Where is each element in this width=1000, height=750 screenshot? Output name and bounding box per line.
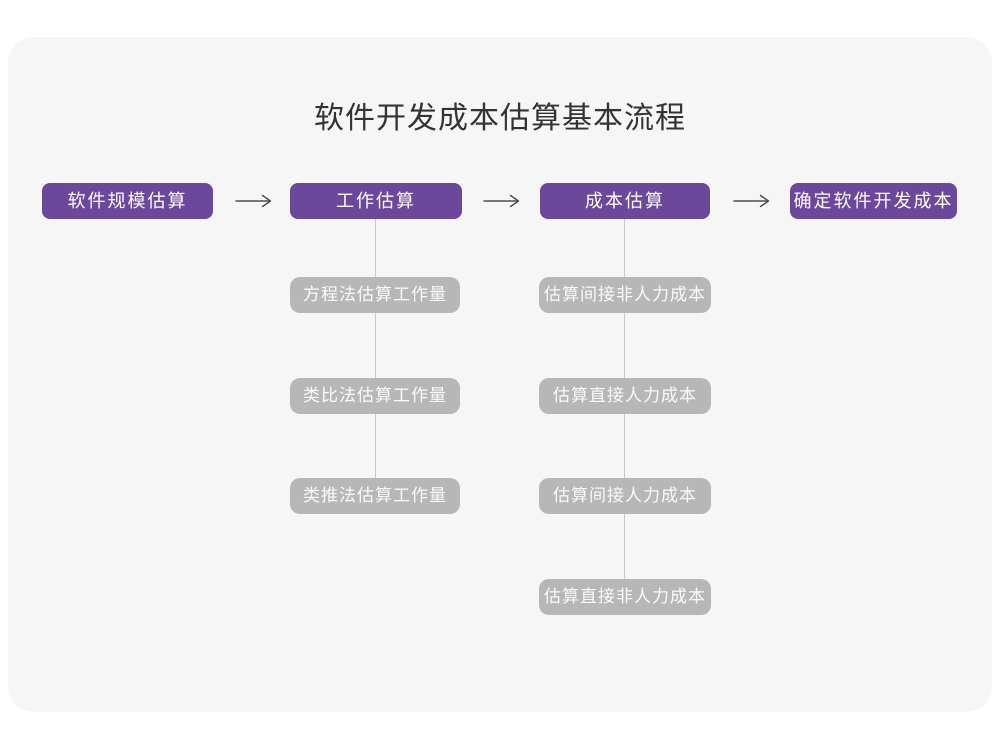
diagram-title: 软件开发成本估算基本流程 bbox=[314, 102, 686, 135]
flow-arrow-icon bbox=[733, 194, 770, 208]
substep-node-equation-method-effort: 方程法估算工作量 bbox=[290, 277, 460, 313]
flow-arrow-icon bbox=[235, 194, 272, 208]
stage-node-cost-estimation: 成本估算 bbox=[540, 183, 710, 219]
substep-node-analogy-method-effort: 类比法估算工作量 bbox=[290, 378, 460, 414]
diagram-canvas-card bbox=[8, 37, 992, 712]
substep-node-indirect-non-labor-cost: 估算间接非人力成本 bbox=[539, 277, 711, 313]
substep-node-direct-labor-cost: 估算直接人力成本 bbox=[539, 378, 711, 414]
connector-line-effort-substeps bbox=[375, 219, 376, 497]
stage-node-final-development-cost: 确定软件开发成本 bbox=[790, 183, 957, 219]
substep-node-extrapolation-method-effort: 类推法估算工作量 bbox=[290, 478, 460, 514]
flow-arrow-icon bbox=[483, 194, 520, 208]
substep-node-direct-non-labor-cost: 估算直接非人力成本 bbox=[539, 579, 711, 615]
substep-node-indirect-labor-cost: 估算间接人力成本 bbox=[539, 478, 711, 514]
stage-node-effort-estimation: 工作估算 bbox=[290, 183, 462, 219]
stage-node-software-scale-estimation: 软件规模估算 bbox=[42, 183, 213, 219]
